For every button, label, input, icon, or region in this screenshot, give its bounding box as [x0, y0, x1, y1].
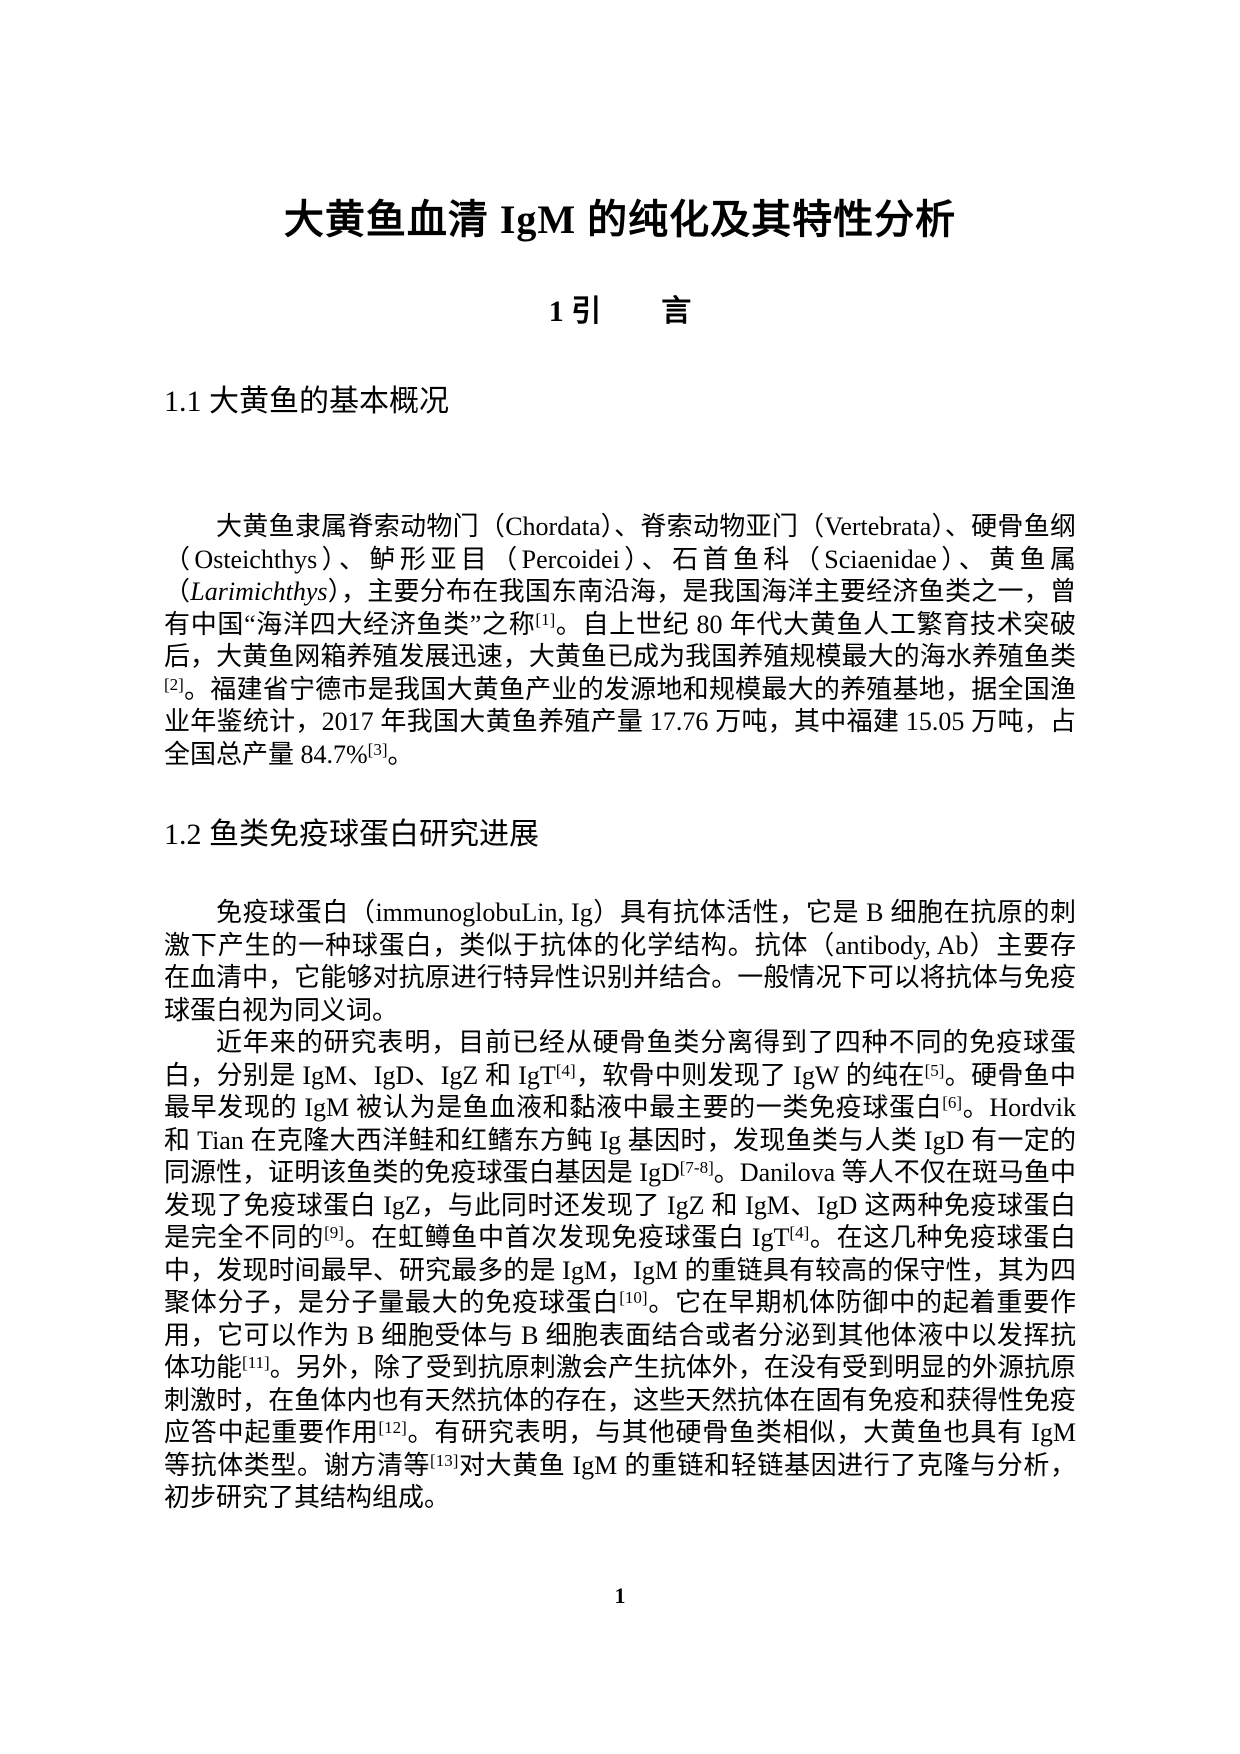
- citation-reference: [4]: [555, 1060, 576, 1080]
- paragraph-croaker-overview: 大黄鱼隶属脊索动物门（Chordata）、脊索动物亚门（Vertebrata）、…: [164, 511, 1076, 771]
- citation-reference: [6]: [942, 1093, 963, 1112]
- citation-reference: [1]: [535, 609, 556, 629]
- text-run: 。它在早期机体防御中的起着重要作用，它可以作为 B 细胞受体与 B 细胞表面结合…: [164, 1288, 1076, 1382]
- text-run: 免疫球蛋白（immunoglobuLin, Ig）具有抗体活性，它是 B 细胞在…: [164, 898, 1076, 1025]
- text-run: 。有研究表明，与其他硬骨鱼类相似，大黄鱼也具有 IgM 等抗体类型。谢方清等: [164, 1418, 1076, 1480]
- citation-reference: [5]: [924, 1060, 945, 1080]
- text-run: 。自上世纪 80 年代大黄鱼人工繁育技术突破后，大黄鱼网箱养殖发展迅速，大黄鱼已…: [164, 609, 1076, 672]
- paragraph-ig-research-progress: 近年来的研究表明，目前已经从硬骨鱼类分离得到了四种不同的免疫球蛋白，分别是 Ig…: [164, 1027, 1076, 1515]
- section-heading-1-1: 1.1 大黄鱼的基本概况: [164, 385, 449, 418]
- text-run: 近年来的研究表明，目前已经从硬骨鱼类分离得到了四种不同的免疫球蛋白，分别是 Ig…: [164, 1028, 1076, 1090]
- text-run: ），主要分布在我国东南沿海，是我国海洋主要经济鱼类之一，曾有中国“海洋四大经济鱼…: [164, 577, 1076, 639]
- text-run: 。硬骨鱼中最早发现的 IgM 被认为是鱼血液和黏液中最主要的一类免疫球蛋白: [164, 1060, 1076, 1123]
- text-column: 大黄鱼血清 IgM 的纯化及其特性分析 1 引 言 1.1 大黄鱼的基本概况 大…: [164, 196, 1076, 1515]
- text-run: 。Hordvik 和 Tian 在克隆大西洋鲑和红鳍东方鲀 Ig 基因时，发现鱼…: [164, 1093, 1076, 1187]
- species-name-italic: Larimichthys: [190, 577, 328, 606]
- text-run: 。在这几种免疫球蛋白中，发现时间最早、研究最多的是 IgM，IgM 的重链具有较…: [164, 1223, 1076, 1317]
- citation-reference: [2]: [164, 674, 184, 694]
- citation-reference: [7-8]: [679, 1158, 714, 1177]
- text-run: 。在虹鳟鱼中首次发现免疫球蛋白 IgT: [343, 1223, 790, 1252]
- section-heading-1-2: 1.2 鱼类免疫球蛋白研究进展: [164, 818, 539, 851]
- text-run: 大黄鱼隶属脊索动物门（Chordata）、脊索动物亚门（Vertebrata）、…: [164, 512, 1076, 606]
- citation-reference: [9]: [324, 1223, 344, 1242]
- text-run: 。另外，除了受到抗原刺激会产生抗体外，在没有受到明显的外源抗原刺激时，在鱼体内也…: [164, 1353, 1076, 1447]
- document-title: 大黄鱼血清 IgM 的纯化及其特性分析: [283, 197, 957, 242]
- citation-reference: [11]: [242, 1353, 270, 1372]
- citation-reference: [10]: [619, 1288, 648, 1307]
- page-number: 1: [614, 1583, 626, 1608]
- text-run: 。: [387, 739, 414, 769]
- citation-reference: [13]: [430, 1450, 459, 1470]
- citation-reference: [3]: [367, 739, 388, 759]
- chapter-heading-introduction: 1 引 言: [548, 295, 692, 328]
- text-run: 对大黄鱼 IgM 的重链和轻链基因进行了克隆与分析，初步研究了其结构组成。: [164, 1450, 1076, 1513]
- text-run: 。福建省宁德市是我国大黄鱼产业的发源地和规模最大的养殖基地，据全国渔业年鉴统计，…: [164, 674, 1076, 769]
- citation-reference: [12]: [378, 1418, 407, 1437]
- citation-reference: [4]: [789, 1223, 810, 1242]
- paragraph-immunoglobulin-definition: 免疫球蛋白（immunoglobuLin, Ig）具有抗体活性，它是 B 细胞在…: [164, 897, 1076, 1027]
- text-run: 。Danilova 等人不仅在斑马鱼中发现了免疫球蛋白 IgZ，与此同时还发现了…: [164, 1158, 1077, 1252]
- text-run: ，软骨中则发现了 IgW 的纯在: [575, 1060, 925, 1090]
